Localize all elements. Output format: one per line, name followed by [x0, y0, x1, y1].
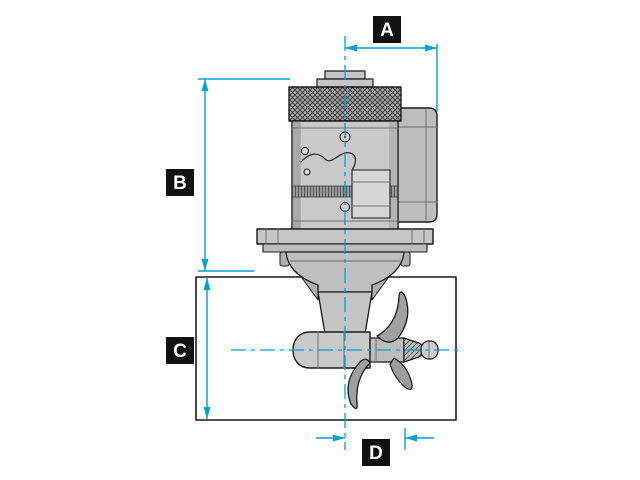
- dim-label-c: C: [173, 341, 187, 362]
- dimension-labels: A B C D: [166, 16, 401, 466]
- dimension-b: [198, 78, 290, 272]
- dim-label-a-box: [373, 16, 401, 43]
- propeller-blade-upper: [376, 291, 409, 343]
- bolt-icon: [301, 147, 309, 155]
- propeller-blade-lower: [347, 358, 371, 410]
- dimension-a: [345, 44, 438, 112]
- propeller: [347, 291, 439, 410]
- contactor-box: [391, 107, 438, 223]
- dim-label-b-box: [166, 169, 194, 196]
- thruster-drawing: [195, 70, 457, 421]
- dim-label-b: B: [173, 173, 187, 194]
- nameplate: [351, 169, 391, 219]
- bolt-icon: [303, 168, 311, 176]
- centerlines: [231, 36, 462, 450]
- dim-label-d-box: [362, 439, 390, 466]
- motor-cable: [300, 152, 357, 171]
- dim-label-c-box: [166, 337, 194, 364]
- dim-label-d: D: [369, 443, 383, 464]
- gear-pod: [292, 331, 405, 369]
- propeller-blade-back: [389, 357, 413, 390]
- dim-label-a: A: [380, 20, 394, 41]
- dimension-d: [316, 428, 434, 450]
